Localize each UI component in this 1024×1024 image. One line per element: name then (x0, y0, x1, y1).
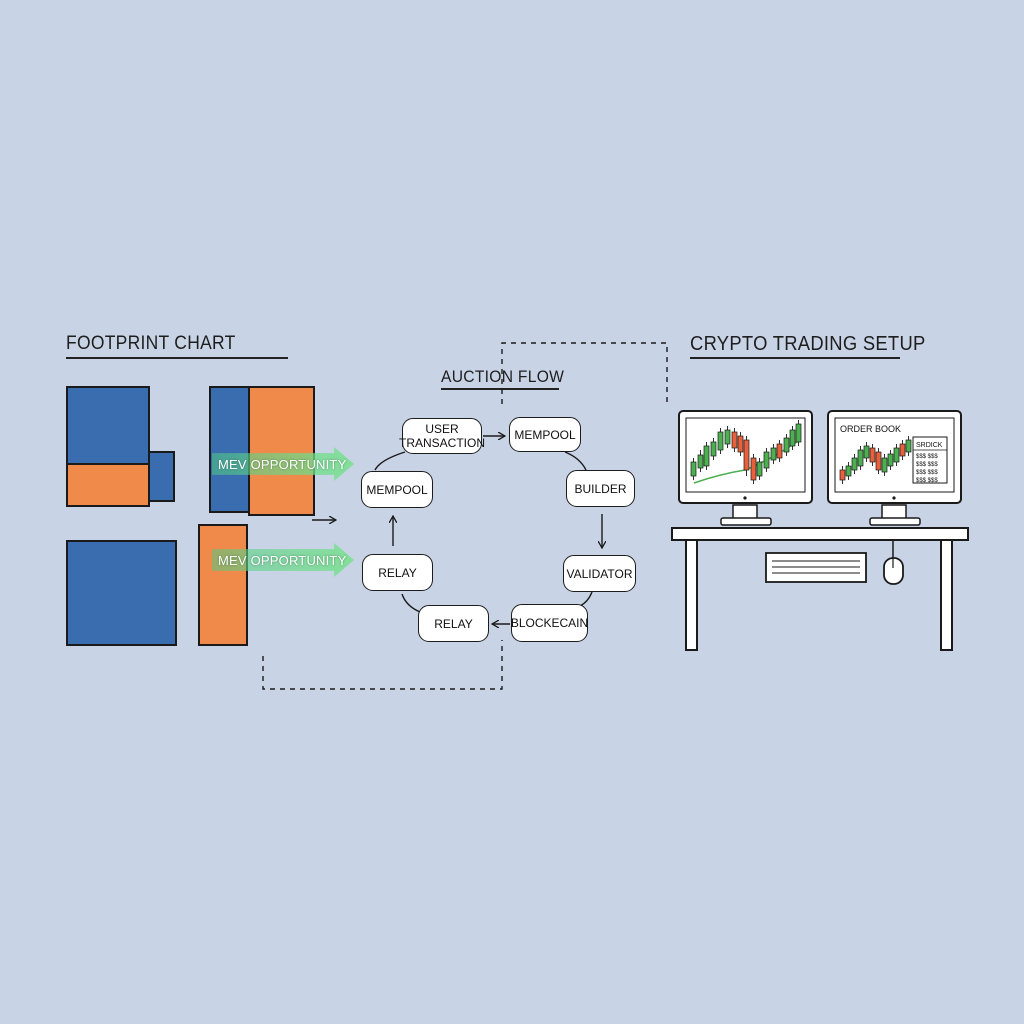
node-label: RELAY (434, 616, 473, 631)
monitor-left (678, 410, 813, 526)
node-blockchain: BLOCKECAIN (511, 604, 588, 642)
footprint-block-orange-tall (248, 386, 315, 516)
footprint-block-orange-bottom (198, 524, 248, 646)
candle-body (763, 451, 770, 469)
node-mempool-left: MEMPOOL (361, 471, 433, 508)
candle-body (887, 453, 894, 467)
keyboard (765, 552, 867, 583)
candle-body (893, 447, 900, 463)
candle-body (881, 457, 888, 473)
candle-body (795, 423, 802, 443)
candle-body (783, 437, 790, 453)
candle-body (690, 461, 697, 477)
candle-body (905, 439, 912, 453)
candlestick-chart-right (839, 436, 912, 484)
candle-body (724, 429, 731, 445)
order-book-row: $$$ $$$ (916, 454, 938, 460)
auction-title-underline (441, 388, 559, 390)
mev-opportunity-label: MEV OPPORTUNITY (218, 456, 347, 472)
candle-body (875, 451, 882, 471)
node-label: MEMPOOL (514, 427, 576, 442)
dashed-link-top (501, 342, 668, 404)
footprint-block-blue-bottom (66, 540, 177, 646)
candle-body (851, 457, 858, 471)
footprint-chart-title: FOOTPRINT CHART (66, 333, 236, 354)
node-validator: VALIDATOR (563, 555, 636, 592)
node-label: RELAY (378, 565, 417, 580)
node-label: BLOCKECAIN (510, 616, 589, 630)
candle-body (717, 431, 724, 451)
crypto-trading-setup-title: CRYPTO TRADING SETUP (690, 333, 926, 355)
desk (671, 527, 969, 651)
order-book-row: $$$ $$$ (916, 478, 938, 484)
node-builder: BUILDER (566, 470, 635, 507)
node-mempool-top: MEMPOOL (509, 417, 581, 452)
candle-body (731, 431, 738, 449)
candle-body (770, 447, 777, 461)
candle-body (697, 454, 704, 469)
candle-body (863, 445, 870, 459)
candle-body (756, 461, 763, 477)
candle-body (750, 457, 757, 481)
node-user-transaction: USER TRANSACTION (399, 418, 486, 454)
order-book-row: $$$ $$$ (916, 462, 938, 468)
monitor-right: ORDER BOOK SRDICK $$$ $$$ $$$ $$$ $$$ $$… (827, 410, 962, 526)
footprint-block-blue-small (148, 451, 175, 502)
mev-opportunity-label: MEV OPPORTUNITY (218, 552, 347, 568)
candle-body (710, 441, 717, 457)
order-book-row: $$$ $$$ (916, 470, 938, 476)
node-label: USER TRANSACTION (399, 422, 486, 450)
footprint-block-blue-tall (209, 386, 250, 513)
order-book-title: ORDER BOOK (840, 424, 901, 434)
node-relay-bottom: RELAY (418, 605, 489, 642)
node-label: MEMPOOL (366, 482, 428, 497)
mouse (883, 539, 904, 585)
candle-body (703, 445, 710, 467)
arc-user-to-mempool-left (374, 451, 406, 471)
candle-body (899, 443, 906, 457)
arc-relay-to-relay (401, 593, 421, 613)
candle-body (743, 439, 750, 471)
auction-flow-title: AUCTION FLOW (441, 367, 565, 386)
candle-body (857, 449, 864, 467)
candle-body (789, 429, 796, 447)
setup-title-underline (690, 357, 900, 359)
order-book-table-header: SRDICK (916, 442, 943, 449)
node-label: BUILDER (574, 481, 627, 496)
arc-mempool-to-builder (564, 451, 587, 471)
dashed-link-bottom (262, 640, 503, 690)
node-label: VALIDATOR (566, 566, 633, 581)
candlestick-chart-left (690, 420, 802, 484)
candle-body (776, 443, 783, 459)
candle-body (839, 469, 846, 481)
footprint-title-underline (66, 357, 288, 359)
node-relay-left: RELAY (362, 554, 433, 591)
candle-body (737, 435, 744, 453)
candle-body (869, 447, 876, 463)
candle-body (845, 465, 852, 477)
